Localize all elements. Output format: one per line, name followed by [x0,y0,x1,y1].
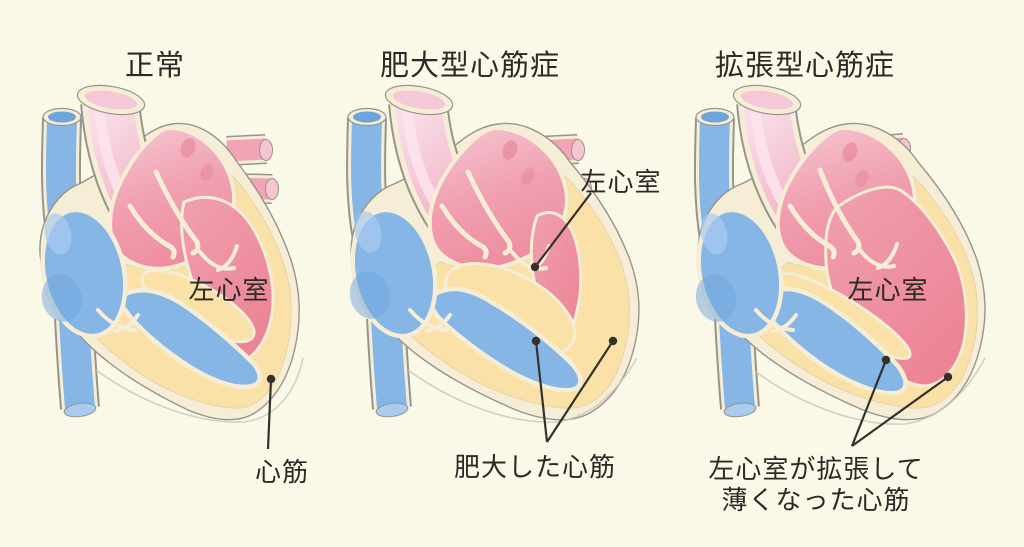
heart-diagram-dilated [693,84,986,447]
panel-title: 肥大型心筋症 [379,50,561,82]
panel-title: 拡張型心筋症 [714,50,896,82]
myocardium-caption: 心筋 [254,457,310,487]
panel-dilated: 拡張型心筋症 左心室 左心室が拡張して 薄くなった心筋 [680,0,1024,547]
valve-details [754,167,899,333]
outer-wall-shadow-contour [407,357,638,423]
valve-details [96,169,239,333]
caption-line-1: 左心室が拡張して [708,454,924,484]
myocardium-pointer [266,374,276,450]
atrium-shading-spots [502,140,535,185]
panel-title: 正常 [124,50,186,82]
heart-diagram-hypertrophic [346,84,640,443]
outer-wall-shadow-contour [95,357,304,423]
panel-hypertrophic: 肥大型心筋症 左心室 肥大した心筋 [340,0,680,547]
thinned-myocardium-caption: 左心室が拡張して 薄くなった心筋 [708,454,923,516]
valve-details [408,169,551,333]
caption-line-2: 薄くなった心筋 [721,485,911,516]
heart-diagram-normal [39,84,304,450]
annotation-pointers [850,355,953,447]
outer-wall-shadow-contour [755,357,986,425]
right-atrium-cavity [349,207,438,339]
right-atrium-cavity [695,207,784,339]
left-ventricle-label: 左心室 [188,275,270,305]
annotation-pointers [530,192,618,443]
left-ventricle-label: 左心室 [580,167,662,197]
right-ventricle-cavity [428,286,583,393]
left-ventricle-label: 左心室 [847,275,929,305]
atrium-shading-spots [180,138,214,181]
left-ventricle-cavity [180,195,275,362]
hypertrophied-myocardium-caption: 肥大した心筋 [453,452,617,482]
right-atrium-cavity [40,207,128,339]
right-ventricle-cavity [117,288,262,390]
panel-normal: 正常 左心室 心筋 [0,0,340,547]
atrium-shading-spots [842,142,869,187]
